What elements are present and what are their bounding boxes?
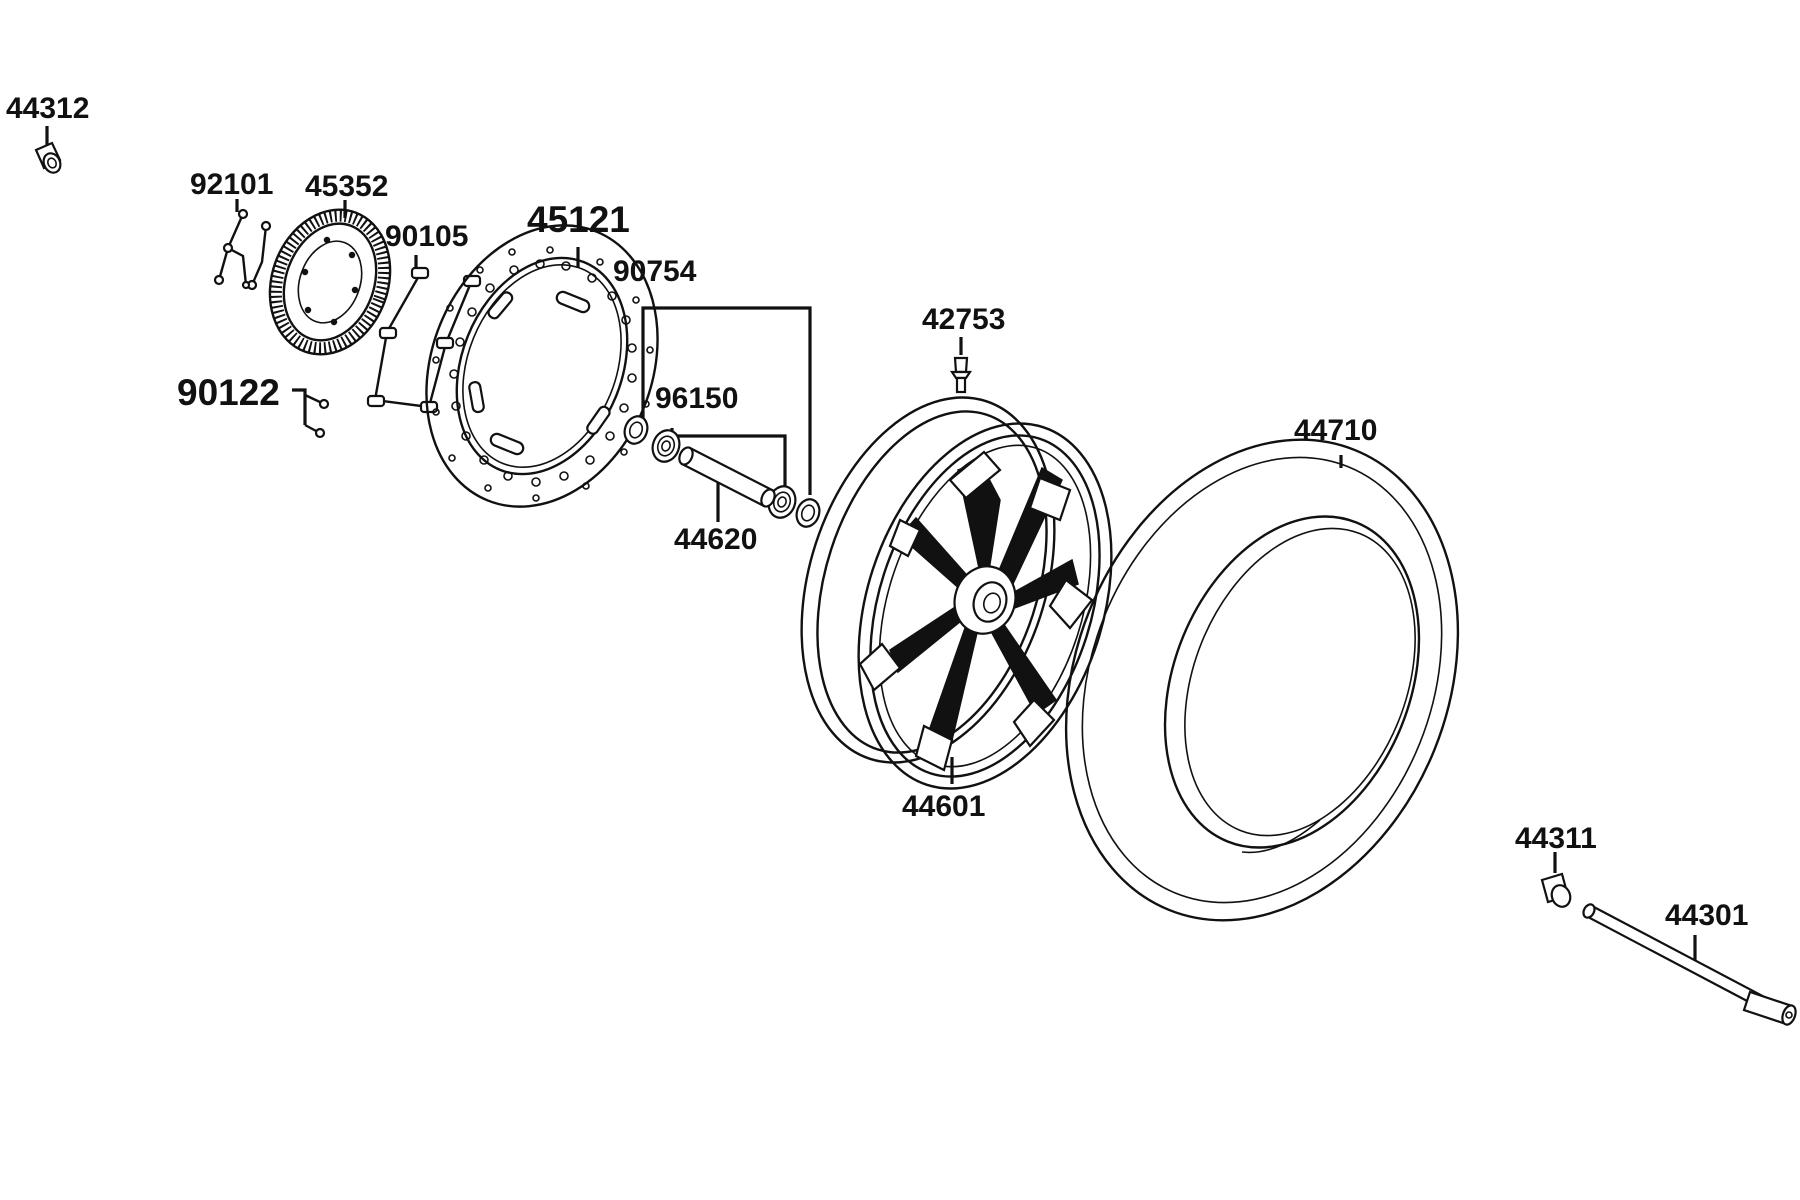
label-90122: 90122 (177, 372, 280, 413)
part-44620-spacer[interactable] (677, 445, 777, 522)
part-44710-tyre[interactable] (997, 380, 1528, 979)
label-44601: 44601 (902, 790, 985, 823)
label-44311: 44311 (1515, 822, 1597, 855)
label-44301: 44301 (1665, 899, 1748, 932)
label-45121: 45121 (527, 199, 630, 240)
label-45352: 45352 (305, 170, 388, 203)
part-44601-wheel-rim[interactable] (758, 365, 1156, 822)
part-44312-collar[interactable] (34, 126, 63, 175)
label-44620: 44620 (674, 523, 757, 556)
part-90105-disc-bolts[interactable] (366, 255, 482, 414)
label-92101: 92101 (190, 168, 273, 201)
part-44301-axle[interactable] (1581, 902, 1798, 1026)
part-90754-oil-seals[interactable] (621, 306, 823, 530)
wheel-spokes (858, 450, 1094, 772)
label-90105: 90105 (385, 220, 468, 253)
label-44312: 44312 (6, 92, 89, 125)
label-96150: 96150 (655, 382, 738, 415)
label-42753: 42753 (922, 303, 1005, 336)
part-45352-abs-tone-wheel[interactable] (250, 193, 410, 372)
disc-holes (432, 246, 654, 502)
part-44311-collar[interactable] (1540, 852, 1573, 909)
part-42753-tyre-valve[interactable] (949, 337, 973, 394)
label-90754: 90754 (613, 255, 697, 288)
label-44710: 44710 (1294, 414, 1377, 447)
part-90122-bolts[interactable] (292, 388, 330, 439)
part-92101-bolts[interactable] (213, 199, 272, 291)
part-45121-brake-disc[interactable] (386, 190, 699, 541)
